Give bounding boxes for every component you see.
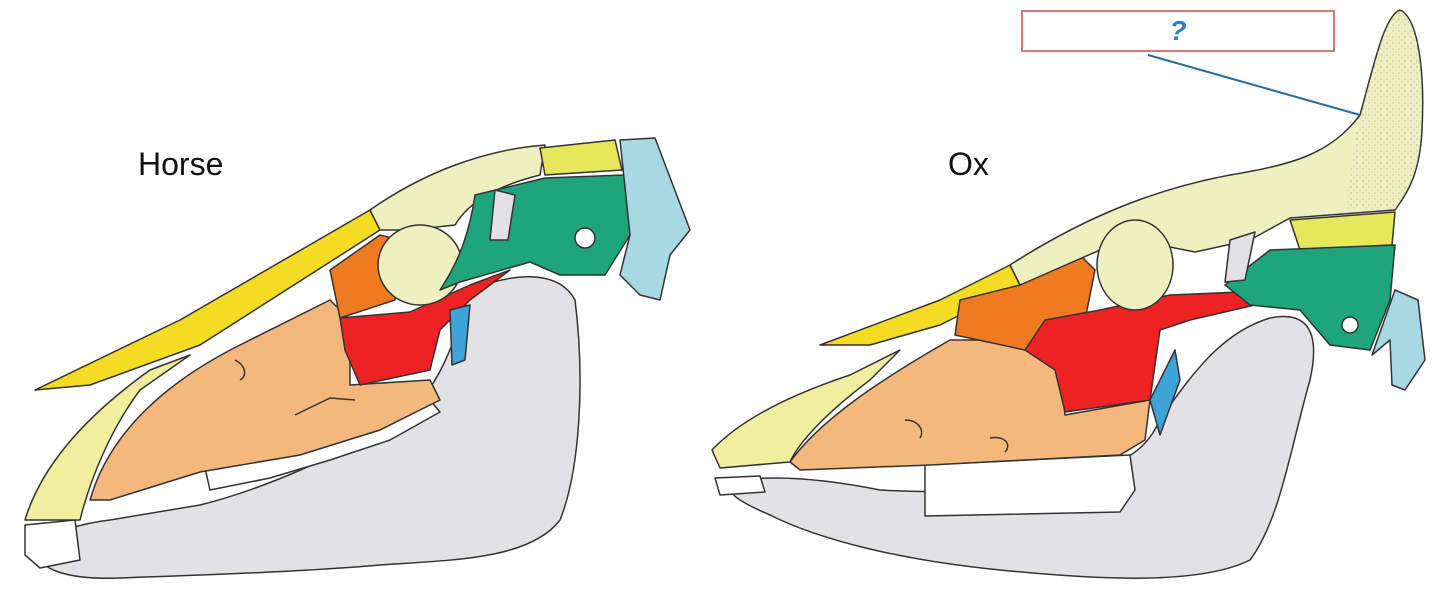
ox-incisive	[711, 349, 901, 469]
horse-occipital	[619, 137, 691, 301]
horse-parietal	[539, 139, 623, 176]
horse-temporal	[439, 174, 631, 291]
ox-infraorbital-foramen	[904, 419, 923, 439]
horse-facial-crest	[294, 397, 356, 416]
ox-incisors	[714, 475, 766, 496]
horse-maxilla	[89, 299, 441, 501]
horse-infraorbital-foramen	[234, 359, 246, 381]
ox-label: Ox	[948, 146, 989, 182]
ox-mental-foramen	[989, 436, 1009, 453]
horse-skull	[24, 137, 691, 579]
ox-styloid	[1224, 231, 1256, 283]
question-mark: ?	[1169, 15, 1187, 46]
horse-label: Horse	[138, 146, 224, 182]
ox-skull	[711, 9, 1426, 579]
ox-ear-canal	[1341, 316, 1359, 334]
ox-occipital	[1371, 289, 1426, 391]
horse-ear-canal	[574, 227, 596, 249]
horse-incisive	[24, 354, 191, 521]
ox-parietal	[1289, 211, 1396, 251]
horse-pterygoid	[449, 304, 471, 366]
ox-zygomatic	[1024, 291, 1256, 413]
answer-box[interactable]: ?	[1021, 10, 1335, 52]
horse-orbit	[377, 224, 463, 306]
horse-styloid	[489, 189, 516, 241]
horse-incisors	[24, 519, 81, 569]
ox-orbit	[1096, 219, 1174, 311]
ox-pterygoid	[1149, 349, 1181, 436]
leader-line	[1147, 54, 1361, 116]
ox-horn-stipple	[1345, 10, 1423, 210]
